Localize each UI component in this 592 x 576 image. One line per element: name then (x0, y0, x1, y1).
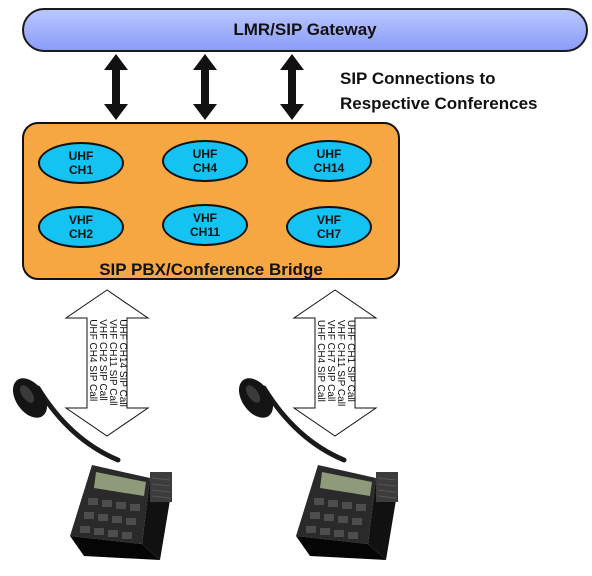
call-label: UHF CH14 SIP Call (117, 319, 128, 407)
desk-microphone-console-icon (238, 378, 398, 560)
channel-uhf-ch14: UHF CH14 (286, 140, 372, 182)
console-link-arrow-2 (292, 289, 378, 437)
call-label: UHF CH1 SIP Call (345, 319, 356, 402)
gateway-label: LMR/SIP Gateway (233, 20, 377, 39)
sip-note-line-2: Respective Conferences (340, 94, 538, 113)
channel-number: CH4 (192, 161, 217, 175)
channel-band: VHF (69, 213, 93, 227)
call-label: VHF CH11 SIP Call (107, 319, 118, 406)
channel-number: CH2 (68, 227, 93, 241)
call-label: VHF CH11 SIP Call (335, 319, 346, 407)
pbx-label: SIP PBX/Conference Bridge (99, 260, 323, 279)
channel-band: UHF (192, 147, 218, 161)
lmr-sip-gateway: LMR/SIP Gateway (22, 8, 588, 52)
channel-vhf-ch7: VHF CH7 (286, 206, 372, 248)
call-label: UHF CH4 SIP Call (87, 319, 98, 402)
gateway-arrow-2 (193, 54, 217, 120)
channel-band: UHF (68, 149, 94, 163)
channel-uhf-ch4: UHF CH4 (162, 140, 248, 182)
call-label: VHF CH7 SIP Call (325, 319, 336, 402)
channel-band: UHF (316, 147, 342, 161)
gateway-arrow-3 (280, 54, 304, 120)
channel-band: VHF (317, 213, 341, 227)
channel-band: VHF (193, 211, 217, 225)
channel-number: CH14 (313, 161, 345, 175)
channel-number: CH7 (316, 227, 341, 241)
channel-number: CH11 (189, 225, 221, 239)
gateway-arrow-1 (104, 54, 128, 120)
call-label: VHF CH2 SIP Call (97, 319, 108, 401)
channel-vhf-ch11: VHF CH11 (162, 204, 248, 246)
channel-number: CH1 (68, 163, 93, 177)
channel-uhf-ch1: UHF CH1 (38, 142, 124, 184)
console-1-call-list: UHF CH14 SIP Call VHF CH11 SIP Call VHF … (87, 319, 128, 407)
sip-note-line-1: SIP Connections to (340, 69, 496, 88)
call-label: UHF CH4 SIP Call (315, 319, 326, 402)
console-2-call-list: UHF CH1 SIP Call VHF CH11 SIP Call VHF C… (315, 319, 356, 407)
console-link-arrow-1 (64, 289, 150, 437)
desk-microphone-console-icon (12, 378, 172, 560)
channel-vhf-ch2: VHF CH2 (38, 206, 124, 248)
sip-connections-note: SIP Connections to Respective Conference… (340, 66, 537, 116)
